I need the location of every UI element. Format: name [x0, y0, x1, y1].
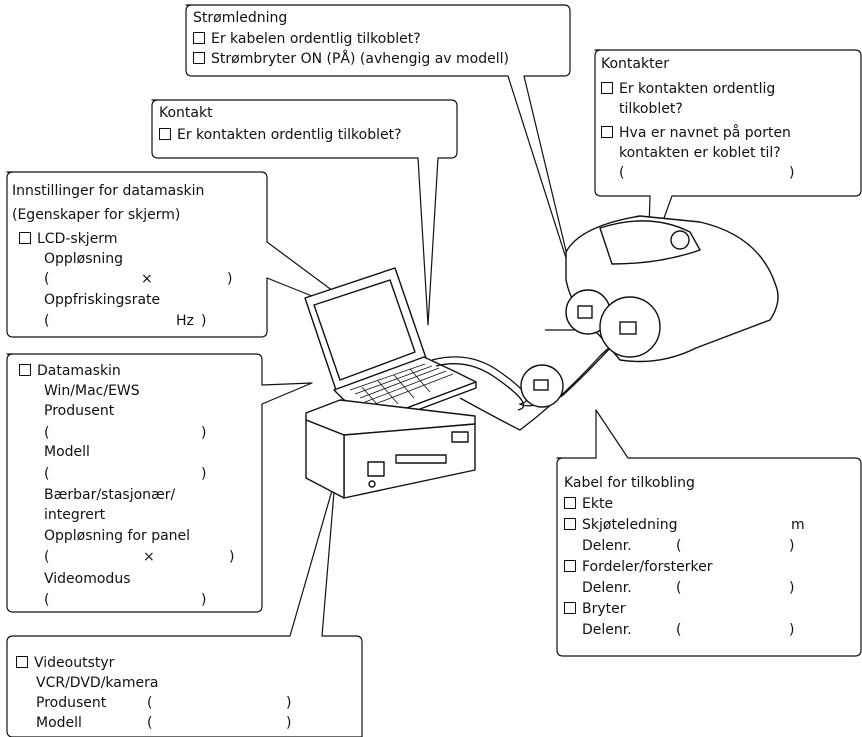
video-types: VCR/DVD/kamera — [36, 675, 159, 691]
checkbox[interactable] — [564, 497, 576, 509]
computer-video-paren-close: ) — [201, 592, 207, 608]
computer-title: Datamaskin — [19, 362, 121, 380]
computer-panel-paren-open: ( — [44, 549, 50, 565]
settings-subtitle: (Egenskaper for skjerm) — [12, 207, 181, 223]
cable-splitter-paren-open: ( — [676, 580, 682, 596]
checkbox[interactable] — [601, 82, 613, 94]
video-manufacturer-paren-open: ( — [147, 695, 153, 711]
settings-res-times: × — [141, 271, 153, 287]
settings-res-paren-close: ) — [227, 271, 233, 287]
computer-model-paren-close: ) — [201, 466, 207, 482]
contacts-paren-close: ) — [789, 165, 795, 181]
settings-resolution-label: Oppløsning — [44, 251, 124, 267]
video-model-paren-open: ( — [147, 715, 153, 731]
desktop-computer-illustration — [305, 399, 476, 499]
settings-res-paren-open: ( — [44, 271, 50, 287]
cable-switch: Bryter — [564, 600, 626, 618]
computer-panel-times: × — [143, 549, 155, 565]
callout-computer-bubble — [6, 353, 313, 613]
cable-switch-paren-open: ( — [676, 622, 682, 638]
contacts-title: Kontakter — [601, 56, 669, 72]
contacts-item-1-line-2: tilkoblet? — [619, 101, 683, 117]
contacts-item-2: Hva er navnet på porten — [601, 124, 791, 142]
contact-title: Kontakt — [159, 105, 213, 121]
checkbox[interactable] — [19, 364, 31, 376]
cable-splitter: Fordeler/forsterker — [564, 558, 712, 576]
checkbox[interactable] — [16, 656, 28, 668]
checkbox[interactable] — [601, 126, 613, 138]
checkbox[interactable] — [193, 32, 205, 44]
settings-refresh-paren-open: ( — [44, 313, 50, 329]
cable-title: Kabel for tilkobling — [564, 475, 695, 491]
projector-illustration — [565, 215, 779, 363]
checkbox[interactable] — [19, 232, 31, 244]
video-model-paren-close: ) — [286, 715, 292, 731]
computer-model-paren-open: ( — [44, 466, 50, 482]
settings-refresh-label: Oppfriskingsrate — [44, 292, 161, 308]
computer-manufacturer-paren-open: ( — [44, 425, 50, 441]
computer-panel-paren-close: ) — [229, 549, 235, 565]
callout-settings-bubble — [6, 171, 373, 338]
video-model: Modell — [36, 715, 82, 731]
cable-extension-unit: m — [791, 517, 805, 533]
cable-switch-part: Delenr. — [582, 622, 632, 638]
computer-manufacturer-paren-close: ) — [201, 425, 207, 441]
cable-splitter-part: Delenr. — [582, 580, 632, 596]
checkbox[interactable] — [193, 52, 205, 64]
video-manufacturer-paren-close: ) — [286, 695, 292, 711]
checkbox[interactable] — [564, 560, 576, 572]
cable-extension: Skjøteledning — [564, 516, 677, 534]
contacts-paren-open: ( — [619, 165, 625, 181]
settings-lcd: LCD-skjerm — [19, 230, 117, 248]
laptop-illustration — [304, 267, 477, 422]
computer-panel-res: Oppløsning for panel — [44, 528, 191, 544]
cable-splitter-paren-close: ) — [789, 580, 795, 596]
power-item-1: Er kabelen ordentlig tilkoblet? — [193, 30, 421, 48]
checkbox[interactable] — [159, 128, 171, 140]
computer-video-mode: Videomodus — [44, 571, 131, 587]
power-item-2: Strømbryter ON (PÅ) (avhengig av modell) — [193, 50, 509, 68]
computer-manufacturer: Produsent — [44, 403, 115, 419]
callout-contact-bubble — [151, 99, 458, 326]
computer-video-paren-open: ( — [44, 592, 50, 608]
callout-cable-bubble — [556, 409, 862, 657]
video-title: Videoutstyr — [16, 654, 114, 672]
power-title: Strømledning — [193, 10, 288, 26]
contact-item-1: Er kontakten ordentlig tilkoblet? — [159, 126, 402, 144]
cable-genuine: Ekte — [564, 495, 613, 513]
cable-switch-paren-close: ) — [789, 622, 795, 638]
contacts-item-2-line-2: kontakten er koblet til? — [619, 145, 781, 161]
computer-model: Modell — [44, 444, 90, 460]
cable-extension-paren-close: ) — [789, 538, 795, 554]
computer-os: Win/Mac/EWS — [44, 383, 140, 399]
checkbox[interactable] — [564, 518, 576, 530]
video-manufacturer: Produsent — [36, 695, 107, 711]
contacts-item-1: Er kontakten ordentlig — [601, 80, 775, 98]
computer-type-line-1: Bærbar/stasjonær/ — [44, 487, 176, 503]
settings-refresh-hz: Hz — [176, 313, 194, 329]
cable-extension-paren-open: ( — [676, 538, 682, 554]
checkbox[interactable] — [564, 602, 576, 614]
cable-extension-part: Delenr. — [582, 538, 632, 554]
settings-refresh-paren-close: ) — [201, 313, 207, 329]
connector-circles — [520, 289, 661, 408]
settings-title: Innstillinger for datamaskin — [12, 183, 205, 199]
computer-type-line-2: integrert — [44, 507, 106, 523]
